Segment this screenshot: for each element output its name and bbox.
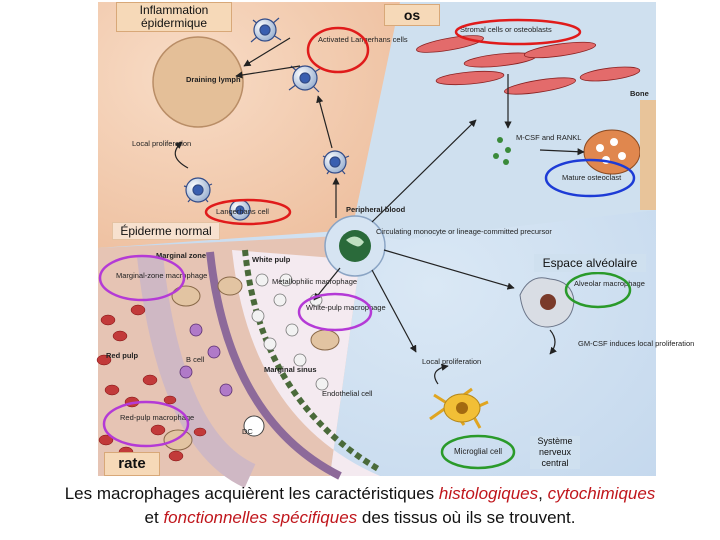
red-oval-langerhans bbox=[204, 198, 292, 226]
monocyte-nucleus bbox=[346, 236, 364, 247]
red-pulp-label: Red pulp bbox=[106, 351, 138, 360]
caption-cytochimiques: cytochimiques bbox=[547, 484, 656, 503]
bone-label: Bone bbox=[630, 89, 649, 98]
b-cells bbox=[179, 323, 233, 397]
spleen-white-pulp bbox=[232, 250, 380, 476]
microglial-label: Microglial cell bbox=[454, 447, 502, 456]
draining-lymph-label: Draining lymph bbox=[186, 75, 241, 84]
systeme-text: Système nerveux central bbox=[537, 436, 573, 468]
circulating-label: Circulating monocyte or lineage-committe… bbox=[376, 227, 552, 236]
espace-label: Espace alvéolaire bbox=[534, 254, 646, 272]
bone-quadrant bbox=[352, 2, 656, 240]
b-cell-label: B cell bbox=[186, 355, 205, 364]
systeme-label: Système nerveux central bbox=[530, 436, 580, 469]
cytokine-dots bbox=[493, 137, 511, 165]
blue-oval-osteoclast bbox=[544, 158, 636, 198]
rate-text: rate bbox=[118, 455, 146, 472]
inflammation-label: Inflammation épidermique bbox=[116, 2, 232, 32]
langerhans-cell-label: Langerhans cell bbox=[216, 207, 269, 216]
red-blood-cells bbox=[96, 304, 207, 470]
marginal-sinus-label: Marginal sinus bbox=[264, 365, 317, 374]
metallophilic-label: Metallophilic macrophage bbox=[272, 277, 357, 286]
magenta-oval-rp bbox=[102, 400, 190, 448]
local-prolif-2-label: Local proliferation bbox=[422, 357, 481, 366]
green-oval-microglial bbox=[440, 434, 516, 470]
arrows bbox=[174, 37, 585, 385]
mz-macrophage-label: Marginal-zone macrophage bbox=[116, 271, 207, 280]
epiderme-text: Épiderme normal bbox=[120, 224, 212, 238]
caption-part-1: Les macrophages acquièrent les caractéri… bbox=[64, 484, 439, 503]
os-text: os bbox=[403, 7, 421, 23]
spleen-sinus-band bbox=[206, 251, 342, 480]
magenta-oval-mz bbox=[98, 254, 186, 302]
osteoclast bbox=[583, 129, 641, 175]
white-pulp-label: White pulp bbox=[252, 255, 291, 264]
caption: Les macrophages acquièrent les caractéri… bbox=[0, 482, 720, 530]
spleen-inner-band bbox=[242, 249, 382, 473]
microglial-cell bbox=[429, 387, 489, 429]
rp-macrophage-label: Red-pulp macrophage bbox=[120, 413, 194, 422]
spleen-macrophages bbox=[163, 276, 340, 451]
magenta-oval-wp bbox=[297, 292, 373, 332]
alveolar-label: Alveolar macrophage bbox=[574, 279, 645, 288]
mature-osteoclast-label: Mature osteoclast bbox=[562, 173, 622, 182]
espace-text: Espace alvéolaire bbox=[542, 256, 638, 270]
marginal-zone-label: Marginal zone bbox=[156, 251, 206, 260]
caption-fonctionnelles: fonctionnelles spécifiques bbox=[163, 508, 358, 527]
caption-comma: , bbox=[538, 484, 548, 503]
rate-label: rate bbox=[104, 452, 160, 476]
gmcsf-label: GM-CSF induces local proliferation bbox=[578, 339, 694, 348]
red-oval-stromal bbox=[454, 18, 582, 46]
green-oval-alveolar bbox=[564, 271, 632, 309]
stromal-cells bbox=[416, 35, 641, 95]
caption-histologiques: histologiques bbox=[438, 484, 539, 503]
endothelial-label: Endothelial cell bbox=[322, 389, 373, 398]
caption-part-2: des tissus où ils se trouvent. bbox=[357, 508, 576, 527]
langerhans-cells bbox=[183, 17, 350, 221]
alveolar-macrophage bbox=[519, 277, 575, 328]
draining-lymph-circle bbox=[152, 36, 244, 128]
epiderme-label: Épiderme normal bbox=[112, 222, 220, 240]
monocyte bbox=[339, 230, 371, 262]
os-label: os bbox=[384, 4, 440, 26]
inflammation-text: Inflammation épidermique bbox=[139, 3, 209, 30]
stromal-label: Stromal cells or osteoblasts bbox=[460, 25, 552, 34]
bone-surface bbox=[640, 100, 656, 210]
spleen-outer-band bbox=[137, 254, 256, 488]
caption-et: et bbox=[144, 508, 164, 527]
mcsf-label: M-CSF and RANKL bbox=[516, 133, 581, 142]
peripheral-blood-label: Peripheral blood bbox=[346, 205, 406, 214]
wp-macrophage-label: White-pulp macrophage bbox=[306, 303, 386, 312]
red-oval-activated-lc bbox=[306, 26, 370, 74]
local-prolif-1-label: Local proliferation bbox=[132, 139, 191, 148]
dc-label: DC bbox=[242, 427, 253, 436]
